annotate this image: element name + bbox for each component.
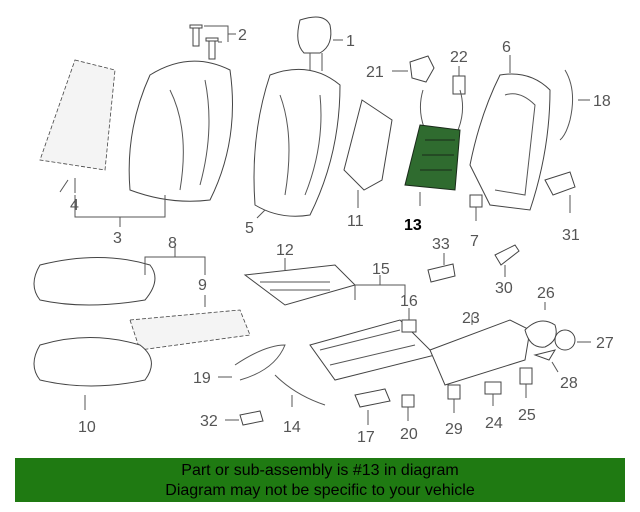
part-20-clip [401, 394, 415, 421]
part-4-heater-pad [39, 59, 116, 193]
banner-line-1: Part or sub-assembly is #13 in diagram [181, 462, 459, 479]
callout-25: 25 [518, 407, 536, 424]
callout-18: 18 [593, 93, 611, 110]
callout-23: 23 [462, 310, 480, 327]
part-30-hook [494, 244, 520, 277]
part-21-clip [392, 55, 435, 83]
callout-20: 20 [400, 426, 418, 443]
callout-28: 28 [560, 375, 578, 392]
part-26-knob [524, 302, 557, 348]
part-19-harness [218, 344, 286, 381]
callout-8: 8 [168, 235, 177, 252]
part-13-lumbar-assembly [404, 89, 464, 206]
part-18-harness [559, 69, 590, 141]
callout-30: 30 [495, 280, 513, 297]
part-11-bracket [343, 99, 393, 208]
callout-11: 11 [347, 213, 364, 230]
part-27-knob [554, 329, 591, 351]
callout-17: 17 [357, 429, 375, 446]
part-9-heater [129, 295, 251, 351]
callout-21: 21 [366, 64, 384, 81]
callout-26: 26 [537, 285, 555, 302]
callout-15: 15 [372, 261, 390, 278]
part-3-seatback-cover [74, 60, 233, 227]
part-14-harness [274, 374, 326, 407]
part-7-clip [469, 194, 483, 221]
part-31-bracket [544, 171, 576, 213]
part-6-seatback-frame [469, 55, 551, 211]
callout-3: 3 [113, 230, 122, 247]
part-28-clip [533, 349, 559, 373]
callout-13: 13 [404, 217, 422, 234]
callout-29: 29 [445, 421, 463, 438]
part-8-cushion-cover [33, 247, 206, 306]
part-1-headrest [297, 16, 343, 71]
part-17-bracket [354, 388, 391, 425]
part-16-clip [401, 308, 417, 333]
callout-6: 6 [502, 39, 511, 56]
callout-19: 19 [193, 370, 211, 387]
part-22-clip [452, 66, 466, 95]
callout-10: 10 [78, 419, 96, 436]
callout-27: 27 [596, 335, 614, 352]
banner-line-2: Diagram may not be specific to your vehi… [165, 482, 475, 499]
part-33-clip [427, 253, 456, 283]
part-29-clip [447, 384, 461, 413]
part-24-clip [484, 381, 502, 406]
callout-16: 16 [400, 293, 418, 310]
part-2-bolts [189, 24, 236, 60]
part-25-cover [519, 367, 533, 398]
part-5-seatback-pad [253, 68, 341, 219]
part-12-spring [243, 258, 356, 306]
callout-33: 33 [432, 236, 450, 253]
callout-24: 24 [485, 415, 503, 432]
callout-12: 12 [276, 242, 294, 259]
part-32-clip [225, 410, 264, 426]
parts-diagram: 2 1 4 3 5 11 21 22 [33, 16, 614, 446]
info-banner: Part or sub-assembly is #13 in diagram D… [15, 458, 625, 502]
callout-9: 9 [198, 277, 207, 294]
callout-7: 7 [470, 233, 479, 250]
part-10-cushion-pad [33, 337, 152, 410]
callout-22: 22 [450, 49, 468, 66]
callout-1: 1 [346, 33, 355, 50]
callout-32: 32 [200, 413, 218, 430]
callout-2: 2 [238, 27, 247, 44]
part-23-side-shield [429, 315, 531, 386]
callout-5: 5 [245, 220, 254, 237]
callout-31: 31 [562, 227, 580, 244]
callout-14: 14 [283, 419, 301, 436]
